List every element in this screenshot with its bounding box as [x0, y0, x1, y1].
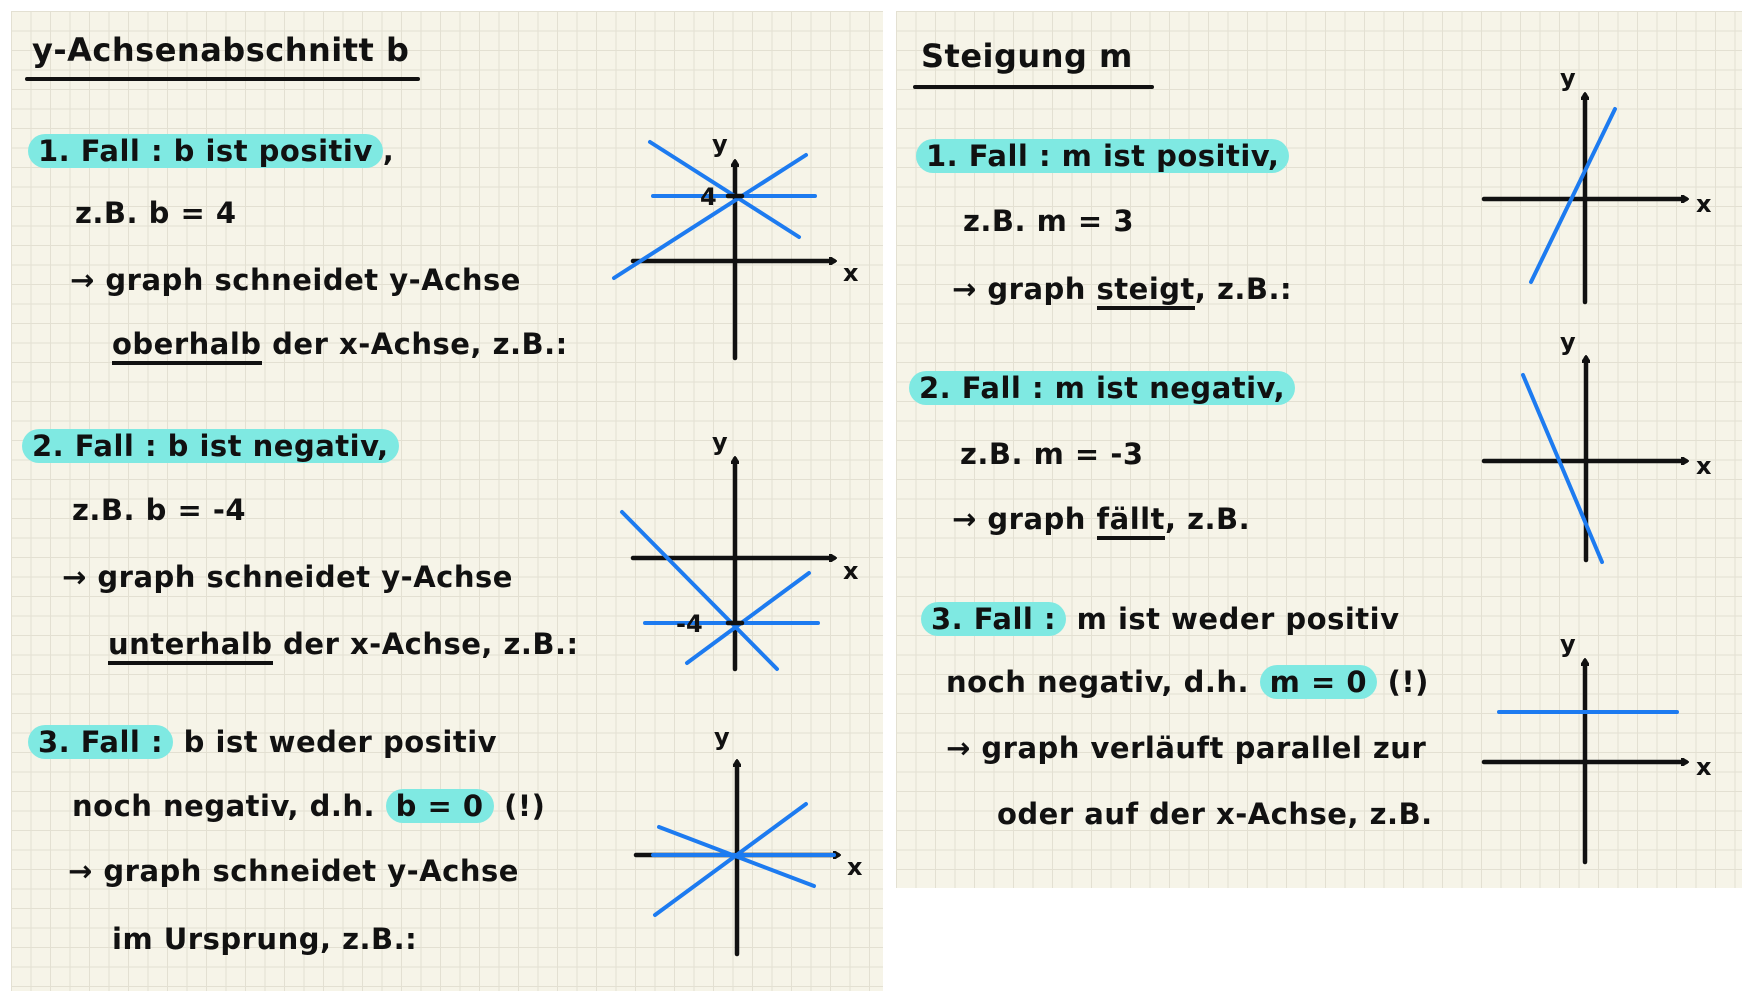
- y-label: y: [1560, 64, 1576, 92]
- blue-line-rising: [612, 153, 808, 280]
- case1-line2: der x-Achse, z.B.:: [261, 327, 568, 361]
- r-case1-post: , z.B.:: [1194, 272, 1293, 306]
- r-case3-label: 3. Fall :: [921, 602, 1067, 636]
- r-case2-label: 2. Fall : m ist negativ,: [909, 371, 1296, 405]
- r-case1-label: 1. Fall : m ist positiv,: [916, 139, 1290, 173]
- r-case3-line2: noch negativ, d.h.: [946, 665, 1260, 699]
- case1-comma: ,: [382, 134, 395, 168]
- case2-line2: der x-Achse, z.B.:: [272, 627, 579, 661]
- x-label: x: [1696, 753, 1712, 781]
- tick-label-4: 4: [700, 183, 717, 211]
- graph-m-positive: x y: [1481, 64, 1712, 305]
- r-case3-exclaim: (!): [1377, 665, 1429, 699]
- r-case2-pre: → graph: [952, 502, 1097, 536]
- blue-line-falling: [648, 140, 801, 239]
- graph-m-zero: x y: [1481, 630, 1712, 865]
- case3-highlight: b = 0: [385, 789, 494, 823]
- case3-label: 3. Fall :: [28, 725, 174, 759]
- graph-b-negative: -4 x y: [620, 428, 859, 672]
- case3-exclaim: (!): [493, 789, 546, 823]
- r-case3-line4: oder auf der x-Achse, z.B.: [997, 797, 1433, 831]
- tick-label-minus-4: -4: [676, 610, 703, 638]
- case2-label: 2. Fall : b ist negativ,: [22, 429, 399, 463]
- x-label: x: [847, 853, 863, 881]
- x-label: x: [1696, 190, 1712, 218]
- case3-line3: → graph schneidet y-Achse: [68, 854, 519, 888]
- y-label: y: [1560, 328, 1576, 356]
- blue-line-falling: [620, 510, 779, 671]
- left-note-panel: [11, 11, 883, 991]
- x-label: x: [843, 557, 859, 585]
- x-label: x: [843, 259, 859, 287]
- graph-b-positive: 4 x y: [612, 130, 859, 361]
- r-case2-underlined: fällt: [1096, 502, 1165, 540]
- case1-line1: → graph schneidet y-Achse: [70, 263, 521, 297]
- case1-example: z.B. b = 4: [75, 196, 237, 230]
- case2-example: z.B. b = -4: [72, 493, 247, 527]
- case1-label: 1. Fall : b ist positiv: [28, 134, 383, 168]
- r-case3-highlight: m = 0: [1259, 665, 1378, 699]
- y-label: y: [714, 723, 730, 751]
- case2-underlined: unterhalb: [108, 627, 273, 665]
- blue-line-rising: [1529, 107, 1617, 284]
- y-label: y: [712, 130, 728, 158]
- blue-line-falling: [1521, 373, 1604, 564]
- case3-label-rest: b ist weder positiv: [173, 725, 498, 759]
- case3-line4: im Ursprung, z.B.:: [112, 922, 418, 956]
- x-label: x: [1696, 452, 1712, 480]
- left-title-underline: [25, 77, 420, 81]
- r-case2-post: , z.B.: [1164, 502, 1251, 536]
- blue-line-rising: [685, 571, 811, 665]
- r-case1-example: z.B. m = 3: [963, 204, 1134, 238]
- r-case3-label-rest: m ist weder positiv: [1066, 602, 1400, 636]
- r-case1-pre: → graph: [952, 272, 1097, 306]
- case2-line1: → graph schneidet y-Achse: [62, 560, 513, 594]
- r-case1-underlined: steigt: [1096, 272, 1195, 310]
- blue-line-falling: [657, 825, 816, 888]
- case3-line2: noch negativ, d.h.: [72, 789, 386, 823]
- y-label: y: [1560, 630, 1576, 658]
- case1-underlined: oberhalb: [112, 327, 262, 365]
- graph-b-zero: x y: [633, 723, 863, 957]
- left-title: y-Achsenabschnitt b: [32, 31, 410, 69]
- graph-m-negative: x y: [1481, 328, 1712, 564]
- right-title: Steigung m: [921, 37, 1133, 75]
- r-case3-line3: → graph verläuft parallel zur: [946, 731, 1427, 765]
- y-label: y: [712, 428, 728, 456]
- blue-line-rising: [653, 802, 808, 917]
- right-title-underline: [913, 85, 1154, 89]
- r-case2-example: z.B. m = -3: [960, 437, 1144, 471]
